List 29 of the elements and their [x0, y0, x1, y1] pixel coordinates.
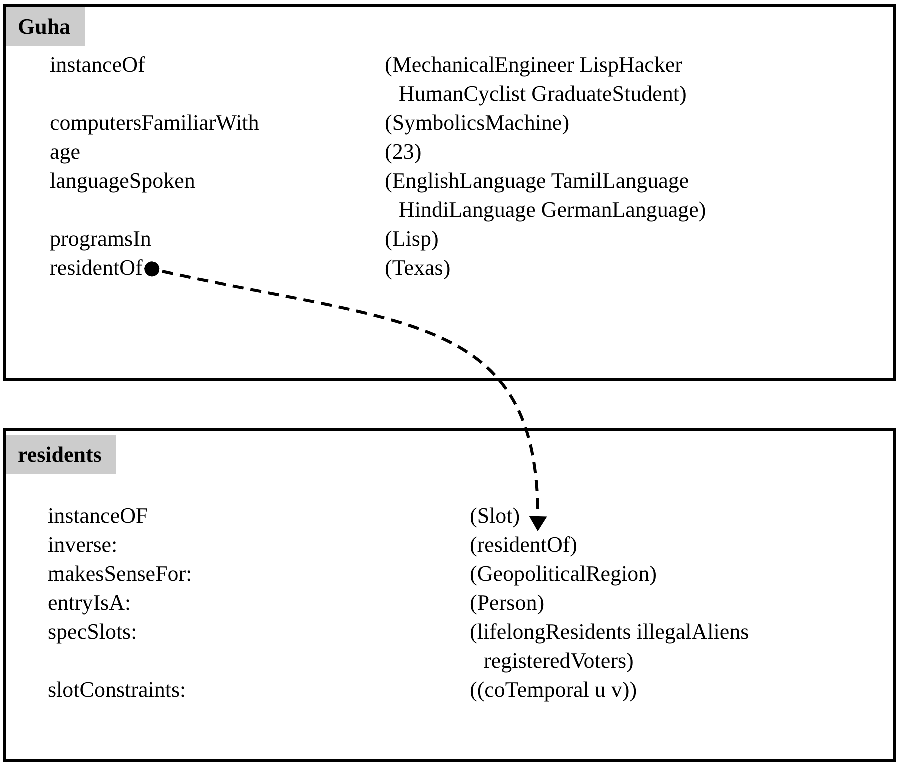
frame-box — [3, 4, 896, 381]
slot-name: age — [50, 138, 82, 166]
slot-name: inverse: — [48, 531, 119, 559]
frame-box — [3, 428, 896, 762]
frame-title: Guha — [6, 7, 85, 46]
slot-name: slotConstraints: — [48, 676, 188, 704]
slot-name: entryIsA: — [48, 589, 132, 617]
slot-value: (lifelongResidents illegalAliens registeredVoters) — [470, 618, 750, 675]
slot-name: residentOf — [50, 253, 143, 282]
slot-name: programsIn — [50, 225, 152, 253]
slot-value: (EnglishLanguage TamilLanguage HindiLanguage GermanLanguage) — [385, 167, 708, 224]
slot-value: (SymbolicsMachine) — [385, 109, 571, 137]
slot-value: (GeopoliticalRegion) — [470, 560, 658, 588]
slot-value: (Texas) — [385, 254, 452, 282]
slot-name: computersFamiliarWith — [50, 109, 260, 137]
slot-name: languageSpoken — [50, 167, 196, 195]
slot-value: ((coTemporal u v)) — [470, 676, 638, 704]
slot-name: instanceOF — [48, 502, 150, 530]
slot-value: (23) — [385, 138, 423, 166]
slot-value: (Lisp) — [385, 225, 440, 253]
slot-name: instanceOf — [50, 51, 146, 79]
frame-title: residents — [6, 435, 116, 474]
slot-name: makesSenseFor: — [48, 560, 194, 588]
slot-name: specSlots: — [48, 618, 138, 646]
slot-value: (Person) — [470, 589, 546, 617]
dashed-arrow — [144, 262, 547, 532]
slot-value: (MechanicalEngineer LispHacker HumanCyclist GraduateStudent) — [385, 51, 688, 108]
slot-name: (residentOf) — [470, 530, 578, 559]
slot-value: (Slot) — [470, 502, 522, 530]
